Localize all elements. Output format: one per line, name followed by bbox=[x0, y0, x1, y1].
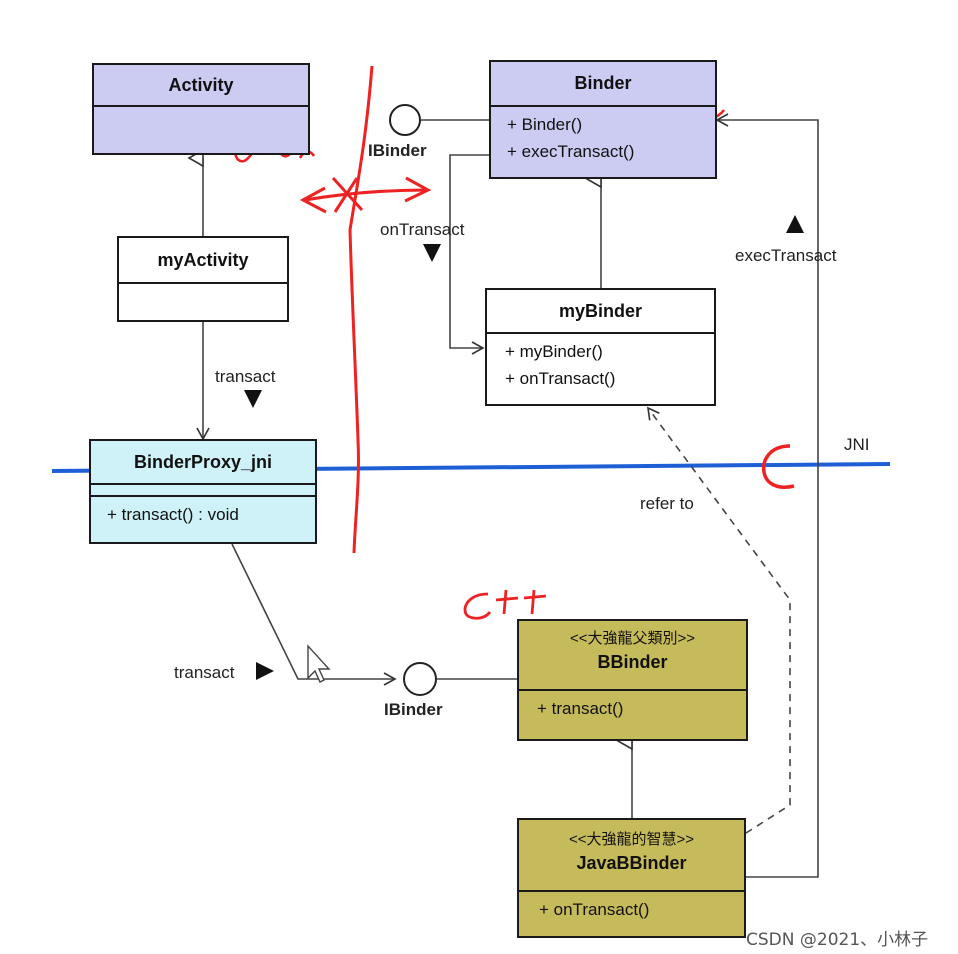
class-activity[interactable]: Activity bbox=[92, 63, 310, 155]
red-vertical-divider bbox=[348, 65, 374, 554]
label-ontransact: onTransact bbox=[380, 220, 465, 239]
binder-op-constructor: + Binder() bbox=[507, 115, 583, 134]
label-ibinder-top: IBinder bbox=[368, 141, 427, 160]
mybinder-op-ontransact: + onTransact() bbox=[505, 369, 616, 388]
label-jni: JNI bbox=[844, 435, 870, 454]
class-bbinder-header: <<大強龍父類別>> BBinder bbox=[519, 621, 746, 691]
class-javabbinder-stereotype: <<大強龍的智慧>> bbox=[568, 831, 695, 848]
class-myactivity[interactable]: myActivity bbox=[117, 236, 289, 322]
class-activity-name: Activity bbox=[94, 65, 308, 107]
refer-to-dashed bbox=[647, 406, 791, 834]
class-mybinder-name: myBinder bbox=[487, 290, 714, 334]
class-bbinder-name: BBinder bbox=[597, 652, 668, 672]
class-mybinder[interactable]: myBinder + myBinder() + onTransact() bbox=[485, 288, 716, 406]
javabbinder-op-ontransact: + onTransact() bbox=[539, 900, 650, 919]
label-ibinder-bottom: IBinder bbox=[384, 700, 443, 719]
red-letter-c bbox=[761, 444, 795, 489]
exectransact-path bbox=[715, 113, 819, 878]
class-bbinder-ops: + transact() bbox=[519, 691, 746, 722]
ibinder-top-circle bbox=[389, 104, 421, 136]
class-binder-name: Binder bbox=[491, 62, 715, 107]
class-bbinder-stereotype: <<大強龍父類別>> bbox=[569, 630, 696, 647]
bbinder-op-transact: + transact() bbox=[537, 699, 624, 718]
watermark: CSDN @2021、小林子 bbox=[746, 930, 929, 950]
transact-top-triangle bbox=[244, 390, 262, 408]
label-exectransact: execTransact bbox=[735, 246, 837, 265]
red-double-arrow bbox=[304, 188, 429, 202]
mouse-cursor-icon bbox=[307, 644, 331, 683]
class-binder-ops: + Binder() + execTransact() bbox=[491, 107, 715, 165]
class-javabbinder-name: JavaBBinder bbox=[576, 853, 687, 873]
label-transact-top: transact bbox=[215, 367, 276, 386]
class-binderproxy-jni-attrs bbox=[91, 485, 315, 497]
red-scribble-cpp bbox=[463, 589, 547, 620]
label-refer-to: refer to bbox=[640, 494, 694, 513]
red-cross-mark bbox=[331, 176, 364, 213]
label-transact-bottom: transact bbox=[174, 663, 235, 682]
binderproxy-op-transact: + transact() : void bbox=[107, 505, 239, 524]
class-javabbinder-ops: + onTransact() bbox=[519, 892, 744, 923]
class-binder[interactable]: Binder + Binder() + execTransact() bbox=[489, 60, 717, 179]
transact-bottom-triangle bbox=[256, 662, 274, 680]
red-double-arrow-right-head bbox=[404, 176, 432, 203]
mybinder-op-constructor: + myBinder() bbox=[505, 342, 603, 361]
transact-bottom-path bbox=[231, 543, 397, 686]
class-javabbinder-header: <<大強龍的智慧>> JavaBBinder bbox=[519, 820, 744, 892]
class-binderproxy-jni[interactable]: BinderProxy_jni + transact() : void bbox=[89, 439, 317, 544]
class-binderproxy-jni-ops: + transact() : void bbox=[91, 497, 315, 528]
ontransact-path bbox=[449, 154, 489, 355]
red-double-arrow-left-head bbox=[299, 186, 327, 214]
ibinder-bottom-circle bbox=[403, 662, 437, 696]
class-binderproxy-jni-name: BinderProxy_jni bbox=[91, 441, 315, 485]
binder-op-exectransact: + execTransact() bbox=[507, 142, 635, 161]
class-myactivity-name: myActivity bbox=[119, 238, 287, 284]
ontransact-triangle bbox=[423, 244, 441, 262]
class-mybinder-ops: + myBinder() + onTransact() bbox=[487, 334, 714, 392]
exectransact-triangle bbox=[786, 215, 804, 233]
class-javabbinder[interactable]: <<大強龍的智慧>> JavaBBinder + onTransact() bbox=[517, 818, 746, 938]
class-bbinder[interactable]: <<大強龍父類別>> BBinder + transact() bbox=[517, 619, 748, 741]
